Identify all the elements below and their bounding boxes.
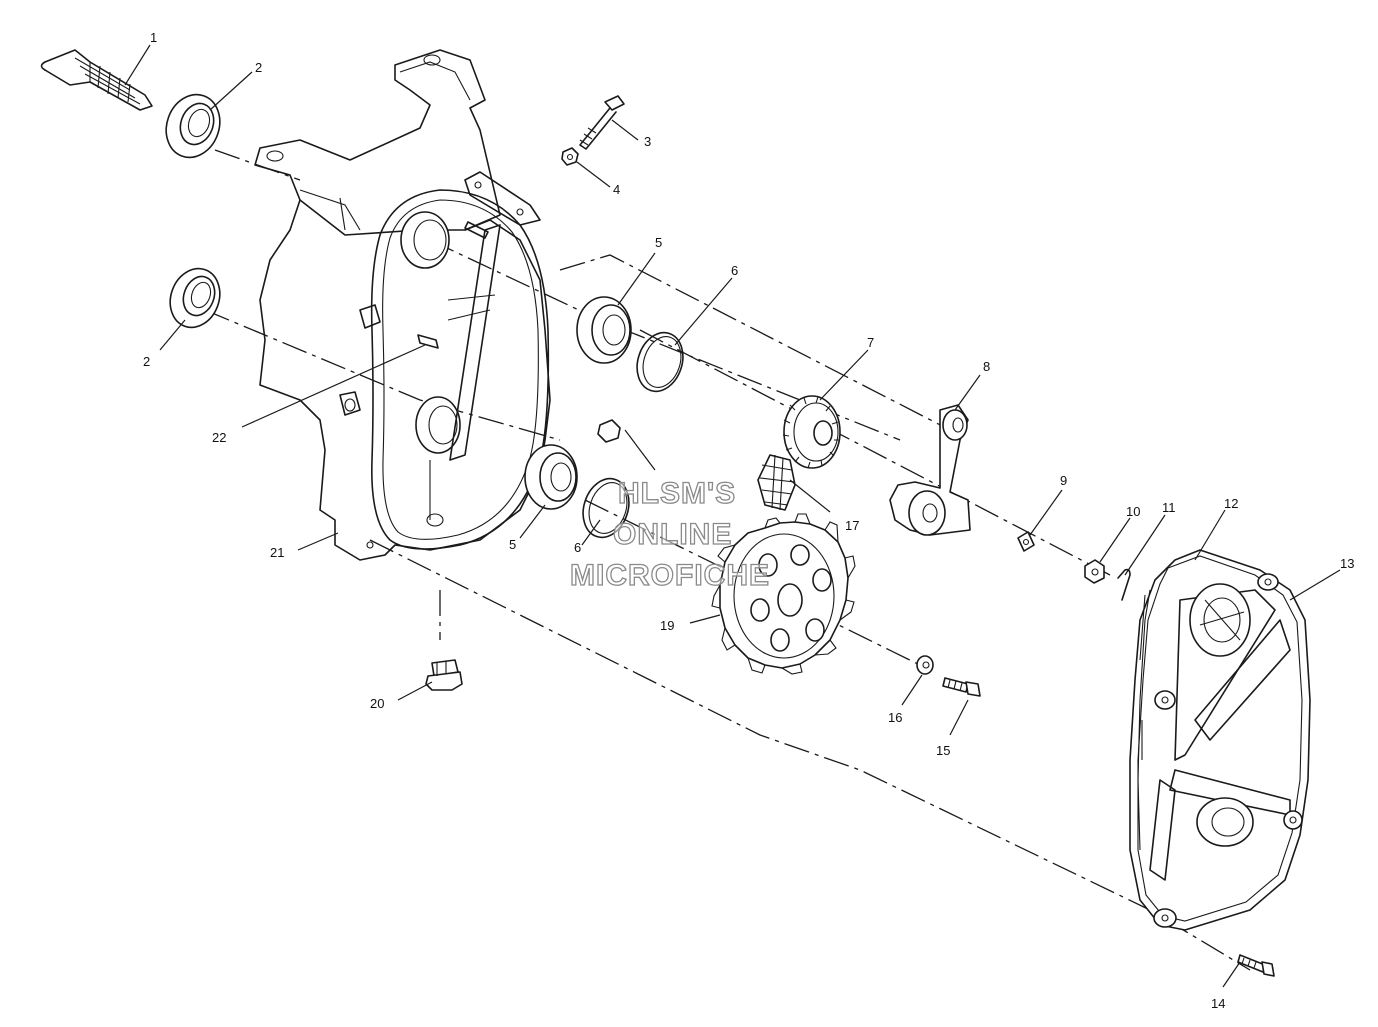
watermark: HLSM'S ONLINE MICROFICHE (569, 476, 770, 592)
part-20-drain-plug (425, 659, 463, 691)
watermark-line-3: MICROFICHE (570, 559, 770, 592)
part-5-bearing-lower (524, 444, 578, 510)
part-5-bearing-upper (576, 296, 632, 364)
callout-12: 12 (1224, 496, 1238, 511)
part-7-sprocket (782, 395, 841, 469)
callouts: 1 2 3 4 5 6 7 8 9 10 11 12 13 2 22 21 5 … (143, 30, 1354, 1011)
watermark-line-2: ONLINE (613, 518, 732, 551)
callout-14: 14 (1211, 996, 1225, 1011)
part-12-13-cover (1129, 549, 1311, 931)
callout-5-upper: 5 (655, 235, 662, 250)
part-11-cotter-pin (1117, 568, 1131, 601)
callout-19: 19 (660, 618, 674, 633)
callout-17: 17 (845, 518, 859, 533)
callout-8: 8 (983, 359, 990, 374)
small-nut (597, 419, 621, 443)
callout-9: 9 (1060, 473, 1067, 488)
part-19-sprocket (711, 513, 856, 675)
part-6-ring-upper (636, 331, 684, 393)
part-1-shaft (40, 49, 153, 111)
part-16-washer (916, 655, 934, 675)
watermark-line-1: HLSM'S (618, 477, 736, 510)
part-21-chaincase (254, 49, 551, 561)
callout-2-lower: 2 (143, 354, 150, 369)
part-8-tensioner-arm (889, 404, 971, 536)
leader-lines (124, 44, 1341, 988)
part-14-bolt (1237, 954, 1275, 977)
callout-10: 10 (1126, 504, 1140, 519)
callout-1: 1 (150, 30, 157, 45)
part-9-washer (1017, 531, 1035, 552)
callout-15: 15 (936, 743, 950, 758)
callout-16: 16 (888, 710, 902, 725)
part-4-nut (561, 147, 579, 166)
part-15-bolt (942, 677, 981, 697)
callout-6-upper: 6 (731, 263, 738, 278)
part-2-seal-lower (169, 267, 221, 329)
part-3-bolt (579, 95, 625, 150)
part-10-nut (1084, 559, 1105, 584)
callout-11: 11 (1162, 500, 1176, 515)
callout-3: 3 (644, 134, 651, 149)
callout-5-lower: 5 (509, 537, 516, 552)
part-17-chain (757, 454, 796, 511)
callout-13: 13 (1340, 556, 1354, 571)
callout-21: 21 (270, 545, 284, 560)
callout-6-lower: 6 (574, 540, 581, 555)
callout-22: 22 (212, 430, 226, 445)
part-6-ring-lower (582, 477, 630, 539)
callout-7: 7 (867, 335, 874, 350)
callout-4: 4 (613, 182, 620, 197)
callout-2-upper: 2 (255, 60, 262, 75)
callout-20: 20 (370, 696, 384, 711)
part-2-seal-upper (165, 93, 221, 159)
